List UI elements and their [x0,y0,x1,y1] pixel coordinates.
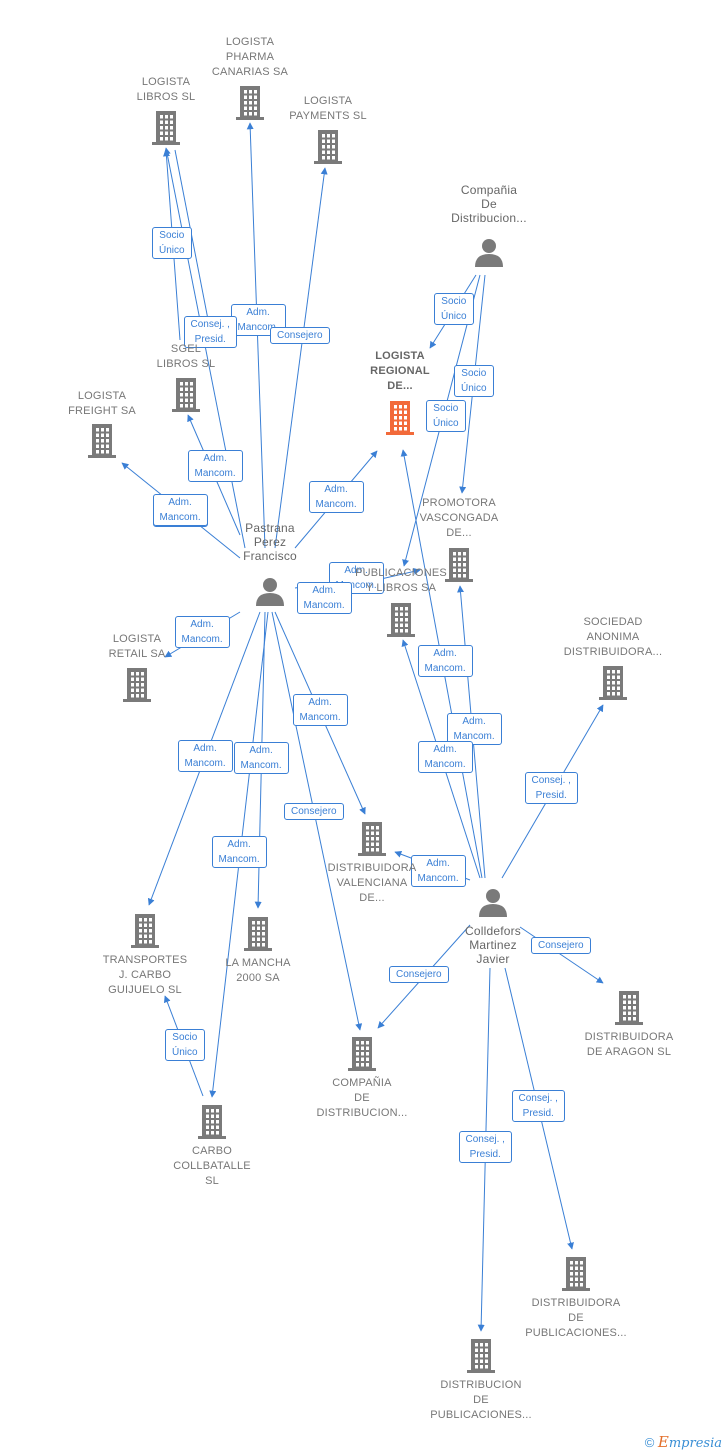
edge-label-pastrana-to-transportes[interactable]: Adm. Mancom. [177,740,233,772]
building-icon-logista_libros[interactable] [152,111,180,145]
building-icon-distribucion_publicaciones[interactable] [467,1339,495,1373]
edge-label-colldefors-to-distrib_valenciana[interactable]: Adm. Mancom. [410,855,466,887]
node-label-distrib_aragon[interactable]: DISTRIBUIDORA DE ARAGON SL [584,1031,674,1058]
node-label-logista_freight[interactable]: LOGISTA FREIGHT SA [68,390,136,417]
brand-rest: mpresia [668,1436,722,1451]
node-label-publicaciones_libros[interactable]: PUBLICACIONES Y LIBROS SA [355,567,447,594]
edge-label-sgel-to-logista_libros[interactable]: Socio Único [152,227,192,259]
node-label-sociedad[interactable]: SOCIEDAD ANONIMA DISTRIBUIDORA... [563,616,663,658]
building-icon-publicaciones_libros[interactable] [387,603,415,637]
edge-label-pastrana-to-sgel[interactable]: Adm. Mancom. [187,450,243,482]
edge-label-colldefors-to-distrib_publicaciones[interactable]: Consej. , Presid. [511,1090,565,1122]
node-label-logista_regional[interactable]: LOGISTA REGIONAL DE... [370,350,430,392]
node-label-compania_bottom[interactable]: COMPAÑIA DE DISTRIBUCION... [316,1077,408,1119]
building-icon-logista_pharma[interactable] [236,86,264,120]
building-icon-distrib_aragon[interactable] [615,991,643,1025]
node-label-carbo[interactable]: CARBO COLLBATALLE SL [173,1145,251,1187]
edge-label-pastrana-to-logista_freight[interactable]: Adm. Mancom. [152,494,208,526]
edge-label-compania_top-to-publicaciones_libros[interactable]: Socio Único [426,400,466,432]
node-label-compania_top[interactable]: Compañia De Distribucion... [451,183,527,225]
building-icon-sociedad[interactable] [599,666,627,700]
building-icon-distrib_valenciana[interactable] [358,822,386,856]
building-icon-logista_retail[interactable] [123,668,151,702]
edge-label-colldefors-to-sociedad[interactable]: Consej. , Presid. [524,772,578,804]
edge-label-carbo-to-transportes[interactable]: Socio Único [165,1029,205,1061]
node-label-logista_libros[interactable]: LOGISTA LIBROS SL [136,76,196,103]
edge-label-pastrana-to-logista_regional[interactable]: Adm. Mancom. [308,481,364,513]
node-label-transportes[interactable]: TRANSPORTES J. CARBO GUIJUELO SL [102,954,188,996]
edge-label-compania_top-to-promotora[interactable]: Socio Único [454,365,494,397]
edge-pastrana-to-compania_bottom [271,611,363,1031]
edge-label-pastrana-to-distrib_valenciana[interactable]: Adm. Mancom. [292,694,348,726]
node-label-logista_pharma[interactable]: LOGISTA PHARMA CANARIAS SA [211,36,289,78]
person-icon-compania_top[interactable] [475,239,503,267]
building-icon-logista_payments[interactable] [314,130,342,164]
nodes-layer [88,86,643,1373]
node-label-la_mancha[interactable]: LA MANCHA 2000 SA [225,957,291,984]
edge-label-pastrana-to-promotora[interactable]: Adm. Mancom. [296,582,352,614]
building-icon-transportes[interactable] [131,914,159,948]
building-icon-distrib_publicaciones[interactable] [562,1257,590,1291]
node-label-promotora[interactable]: PROMOTORA VASCONGADA DE... [419,497,499,539]
node-label-colldefors[interactable]: Colldefors Martinez Javier [464,924,522,966]
building-icon-promotora[interactable] [445,548,473,582]
copyright-symbol: © [644,1435,655,1450]
building-icon-la_mancha[interactable] [244,917,272,951]
node-label-sgel[interactable]: SGEL LIBROS SL [156,343,216,370]
edge-label-colldefors-to-logista_regional[interactable]: Adm. Mancom. [417,741,473,773]
node-label-logista_payments[interactable]: LOGISTA PAYMENTS SL [289,95,367,122]
brand-initial: E [657,1433,669,1451]
edge-label-logista_libros-to-sgel[interactable]: Consej. , Presid. [183,316,237,348]
edge-label-pastrana-to-la_mancha[interactable]: Adm. Mancom. [233,742,289,774]
node-label-distrib_publicaciones[interactable]: DISTRIBUIDORA DE PUBLICACIONES... [525,1297,627,1339]
edge-label-pastrana-to-compania_bottom[interactable]: Consejero [284,802,344,820]
edge-label-colldefors-to-promotora[interactable]: Adm. Mancom. [446,713,502,745]
person-icon-colldefors[interactable] [479,889,507,917]
edge-label-pastrana-to-logista_payments[interactable]: Consejero [270,326,330,344]
node-label-pastrana[interactable]: Pastrana Perez Francisco [243,521,297,563]
edge-label-colldefors-to-distribucion_publicaciones[interactable]: Consej. , Presid. [458,1131,512,1163]
person-icon-pastrana[interactable] [256,578,284,606]
edge-label-pastrana-to-publicaciones_libros[interactable]: Adm. Mancom. [328,562,384,594]
edge-label-colldefors-to-distrib_aragon[interactable]: Consejero [531,936,591,954]
edge-label-pastrana-to-logista_retail[interactable]: Adm. Mancom. [174,616,230,648]
building-icon-sgel[interactable] [172,378,200,412]
edge-logista_libros-to-sgel [174,149,215,341]
building-icon-carbo[interactable] [198,1105,226,1139]
edge-label-colldefors-to-compania_bottom[interactable]: Consejero [389,965,449,983]
node-label-distribucion_publicaciones[interactable]: DISTRIBUCION DE PUBLICACIONES... [430,1379,532,1421]
edge-label-compania_top-to-logista_regional[interactable]: Socio Único [434,293,474,325]
edge-pastrana-to-logista_payments [274,167,328,549]
edge-colldefors-to-distrib_aragon [519,926,604,984]
footer-brand[interactable]: © Empresia [645,1433,722,1451]
edge-label-pastrana-to-carbo[interactable]: Adm. Mancom. [211,836,267,868]
node-label-distrib_valenciana[interactable]: DISTRIBUIDORA VALENCIANA DE... [327,862,417,904]
building-icon-compania_bottom[interactable] [348,1037,376,1071]
node-label-logista_retail[interactable]: LOGISTA RETAIL SA [108,633,166,660]
building-icon-logista_regional[interactable] [386,401,414,435]
building-icon-logista_freight[interactable] [88,424,116,458]
edge-label-colldefors-to-publicaciones_libros[interactable]: Adm. Mancom. [417,645,473,677]
